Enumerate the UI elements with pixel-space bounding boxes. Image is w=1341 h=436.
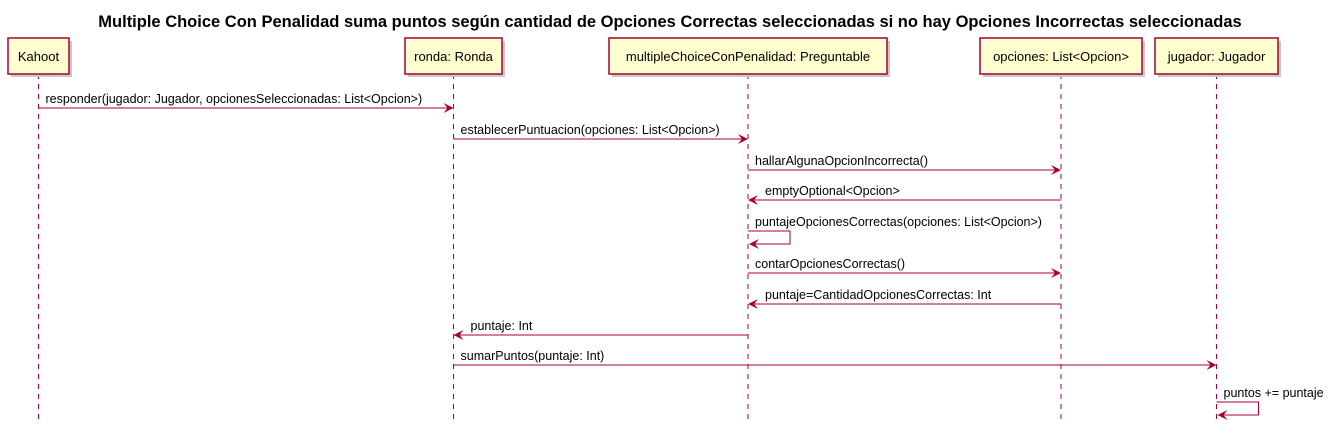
participant-label: ronda: Ronda: [414, 49, 494, 64]
message-7: puntaje=CantidadOpcionesCorrectas: Int: [748, 288, 1061, 309]
participant-box: [1154, 37, 1279, 75]
message-label: puntajeOpcionesCorrectas(opciones: List<…: [755, 215, 1042, 229]
participant-opciones: opciones: List<Opcion>: [979, 37, 1145, 77]
message-label: contarOpcionesCorrectas(): [755, 257, 905, 271]
message-label: responder(jugador: Jugador, opcionesSele…: [46, 92, 423, 106]
participants: Kahoot ronda: Ronda multipleChoiceConPenal…: [7, 37, 1281, 77]
messages: responder(jugador: Jugador, opcionesSele…: [38, 92, 1324, 420]
self-message-arrow: [1216, 401, 1259, 420]
message-6: contarOpcionesCorrectas(): [748, 257, 1061, 278]
message-label: puntaje: Int: [471, 319, 533, 333]
participant-label: Kahoot: [18, 49, 60, 64]
participant-ronda: ronda: Ronda: [404, 37, 505, 77]
participant-box: [7, 37, 70, 75]
message-1: responder(jugador: Jugador, opcionesSele…: [38, 92, 454, 113]
participant-box: [979, 37, 1143, 75]
message-label: puntaje=CantidadOpcionesCorrectas: Int: [765, 288, 992, 302]
self-message-arrow: [748, 230, 791, 249]
message-label: emptyOptional<Opcion>: [765, 184, 900, 198]
message-label: sumarPuntos(puntaje: Int): [461, 349, 605, 363]
message-label: puntos += puntaje: [1224, 386, 1324, 400]
participant-label: multipleChoiceConPenalidad: Preguntable: [626, 49, 870, 64]
message-5: puntajeOpcionesCorrectas(opciones: List<…: [748, 215, 1042, 249]
participant-box: [404, 37, 503, 75]
participant-jugador: jugador: Jugador: [1154, 37, 1281, 77]
message-4: emptyOptional<Opcion>: [748, 184, 1061, 205]
message-9: sumarPuntos(puntaje: Int): [453, 349, 1217, 370]
lifelines: [38, 74, 1217, 424]
message-3: hallarAlgunaOpcionIncorrecta(): [748, 154, 1061, 175]
participant-box: [608, 37, 888, 75]
message-10: puntos += puntaje: [1216, 386, 1324, 420]
participant-mc: multipleChoiceConPenalidad: Preguntable: [608, 37, 890, 77]
participant-kahoot: Kahoot: [7, 37, 72, 77]
message-2: establecerPuntuacion(opciones: List<Opci…: [453, 123, 748, 144]
message-label: establecerPuntuacion(opciones: List<Opci…: [461, 123, 720, 137]
diagram-title: Multiple Choice Con Penalidad suma punto…: [98, 13, 1241, 31]
participant-label: opciones: List<Opcion>: [993, 49, 1129, 64]
message-label: hallarAlgunaOpcionIncorrecta(): [755, 154, 928, 168]
message-8: puntaje: Int: [453, 319, 748, 340]
participant-label: jugador: Jugador: [1167, 49, 1266, 64]
